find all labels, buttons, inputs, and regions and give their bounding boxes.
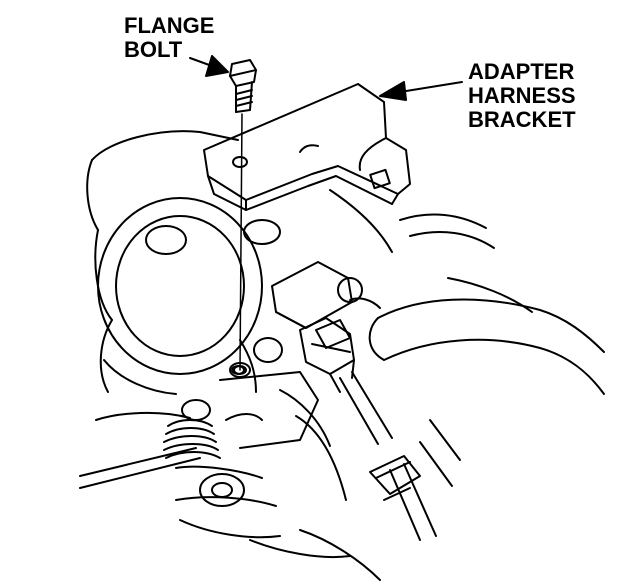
adapter-label-line-2: HARNESS bbox=[468, 83, 576, 108]
engine-bolt-hole bbox=[233, 365, 247, 375]
throttle-linkage bbox=[79, 447, 281, 539]
adapter-bracket-leader bbox=[379, 81, 463, 101]
bolt-guide-line bbox=[239, 113, 243, 371]
bracket-bolt-hole bbox=[232, 156, 248, 168]
lower-engine-contour bbox=[249, 415, 381, 581]
flange-bolt-label-line-1: FLANGE bbox=[124, 13, 215, 38]
inline-connector bbox=[369, 455, 421, 501]
flange-bolt-leader bbox=[189, 55, 229, 77]
flange-bolt-label-line-2: BOLT bbox=[124, 37, 183, 62]
harness-wire bbox=[339, 371, 437, 541]
coolant-hose bbox=[368, 298, 605, 395]
throttle-body bbox=[97, 197, 281, 395]
right-engine-contour bbox=[329, 189, 533, 487]
flange-bolt-label: FLANGE BOLT bbox=[124, 14, 214, 62]
sensor-connector bbox=[271, 261, 363, 393]
lower-housing bbox=[219, 337, 331, 449]
flange-bolt bbox=[229, 59, 257, 113]
adapter-harness-bracket-label: ADAPTER HARNESS BRACKET bbox=[468, 60, 576, 132]
spring-assembly bbox=[163, 399, 263, 459]
adapter-label-line-3: BRACKET bbox=[468, 107, 576, 132]
adapter-harness-bracket bbox=[203, 83, 411, 211]
engine-block-outline bbox=[86, 130, 239, 421]
adapter-label-line-1: ADAPTER bbox=[468, 59, 575, 84]
